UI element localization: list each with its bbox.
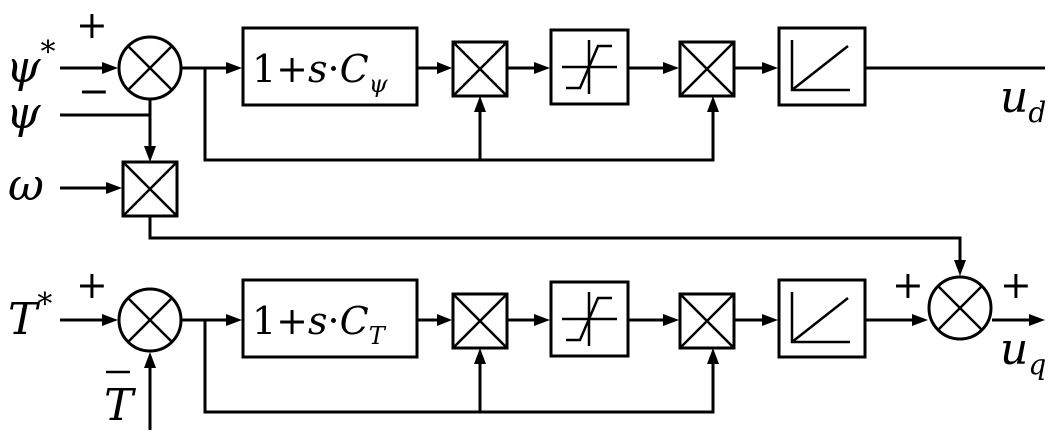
multiplier-flux-1 [451,40,509,98]
multiplier-icon [121,160,179,218]
input-torque-est-label: T [104,380,137,431]
summing-junction-flux [117,35,183,101]
summing-junction-torque [117,287,183,353]
multiplier-torque-1 [451,292,509,350]
input-torque-ref-label: T* [8,287,52,345]
multiplier-icon [678,40,736,98]
torque-path [60,314,1045,430]
flux-gain-label: 1+s·Cψ [252,47,389,98]
sign-plus-sum-in: + [892,263,924,307]
torque-gain-label: 1+s·CT [252,299,387,350]
multiplier-flux-2 [678,40,736,98]
sign-plus-sum-out: + [1000,263,1032,307]
saturation-icon [562,40,617,94]
saturation-icon [562,292,617,346]
multiplier-icon [678,292,736,350]
omega-branch [60,182,966,276]
summing-junction-output [927,275,993,341]
ramp-block-torque [777,278,867,359]
sign-plus-psi-ref: + [76,3,108,47]
summing-junction-icon [117,35,183,101]
flux-gain-block: 1+s·Cψ [241,26,419,107]
ramp-block-flux [777,26,867,107]
summing-junction-icon [117,287,183,353]
sign-plus-torque-ref: + [76,263,108,307]
multiplier-icon [451,40,509,98]
input-torque-est: T [104,370,137,431]
saturation-block-torque [549,280,630,358]
input-omega-label: ω [8,160,44,211]
ramp-icon [790,40,850,92]
output-ud-label: ud [1000,72,1046,129]
summing-junction-icon [927,275,993,341]
multiplier-omega [121,160,179,218]
input-psi-ref-label: ψ* [6,35,56,93]
input-psi-label: ψ [6,88,41,139]
flux-path [60,62,1045,162]
sign-minus-psi: − [78,69,110,113]
multiplier-torque-2 [678,292,736,350]
ramp-icon [790,292,850,344]
multiplier-icon [451,292,509,350]
output-uq-label: uq [1000,324,1046,381]
torque-gain-block: 1+s·CT [241,278,419,359]
saturation-block-flux [549,28,630,106]
